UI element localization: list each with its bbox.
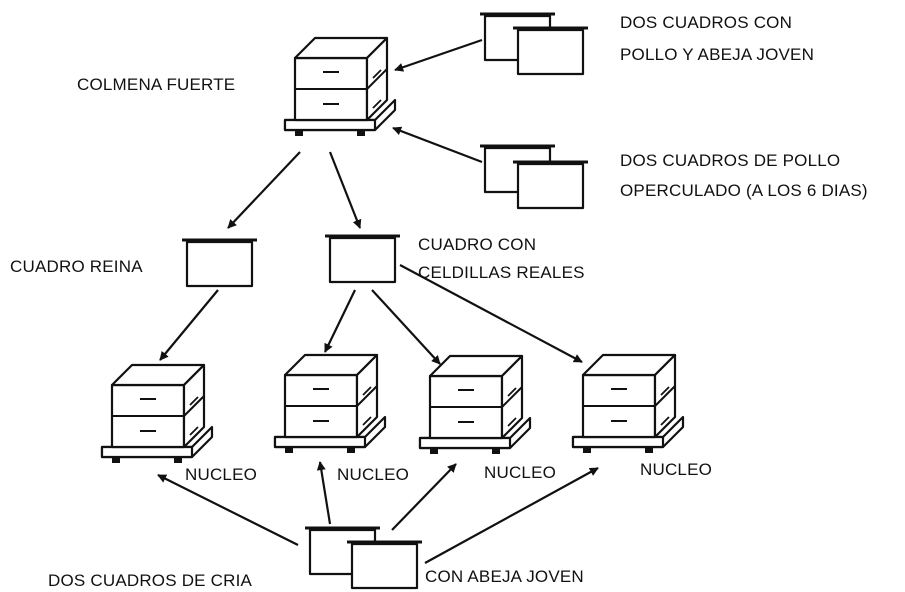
arrow-royal-frame-to-nucleus-3 <box>371 289 441 365</box>
queen-frame-label: CUADRO REINA <box>10 257 143 276</box>
strong-colony-hive <box>283 36 397 138</box>
nucleus-label-3: NUCLEO <box>484 463 557 482</box>
arrow-colony-to-queen-frame <box>227 151 301 229</box>
nucleus-hive-3 <box>418 354 532 456</box>
arrow-colony-to-royal-frame <box>328 151 362 229</box>
frames-capped-brood-label-1: DOS CUADROS DE POLLO <box>620 151 841 170</box>
frames-young-bees-bottom-label: CON ABEJA JOVEN <box>425 567 584 586</box>
nucleus-label-2: NUCLEO <box>337 465 410 484</box>
arrow-bottom-to-nucleus-3 <box>391 463 457 531</box>
frames-capped-brood-icon <box>478 144 590 210</box>
royal-cells-frame-label-2: CELDILLAS REALES <box>418 263 585 282</box>
arrow-royal-frame-to-nucleus-4 <box>399 264 583 363</box>
queen-frame-icon <box>180 238 259 288</box>
royal-cells-frame-icon <box>323 234 402 284</box>
frames-brood-young-bees-label-1: DOS CUADROS CON <box>620 13 793 32</box>
arrow-capped-frames-to-colony <box>392 126 483 164</box>
nucleus-hive-2 <box>273 353 387 455</box>
frames-brood-bottom-label: DOS CUADROS DE CRIA <box>48 571 253 590</box>
frames-brood-young-bees-label-2: POLLO Y ABEJA JOVEN <box>620 45 815 64</box>
nucleus-label-1: NUCLEO <box>185 465 258 484</box>
arrow-bottom-to-nucleus-1 <box>157 474 299 546</box>
arrow-frames-to-colony <box>394 38 483 72</box>
frames-brood-young-bees-icon <box>478 12 590 76</box>
arrow-royal-frame-to-nucleus-2 <box>324 289 356 353</box>
nucleus-label-4: NUCLEO <box>640 460 713 479</box>
frames-brood-bottom-icon <box>303 526 424 590</box>
strong-colony-label: COLMENA FUERTE <box>77 75 236 94</box>
arrow-bottom-to-nucleus-2 <box>316 461 332 525</box>
nucleus-hive-1 <box>100 363 214 465</box>
royal-cells-frame-label-1: CUADRO CON <box>418 235 537 254</box>
arrow-bottom-to-nucleus-4 <box>424 467 599 564</box>
nucleus-hive-4 <box>571 353 685 455</box>
frames-capped-brood-label-2: OPERCULADO (A LOS 6 DIAS) <box>620 181 868 200</box>
arrow-queen-frame-to-nucleus-1 <box>159 289 219 361</box>
